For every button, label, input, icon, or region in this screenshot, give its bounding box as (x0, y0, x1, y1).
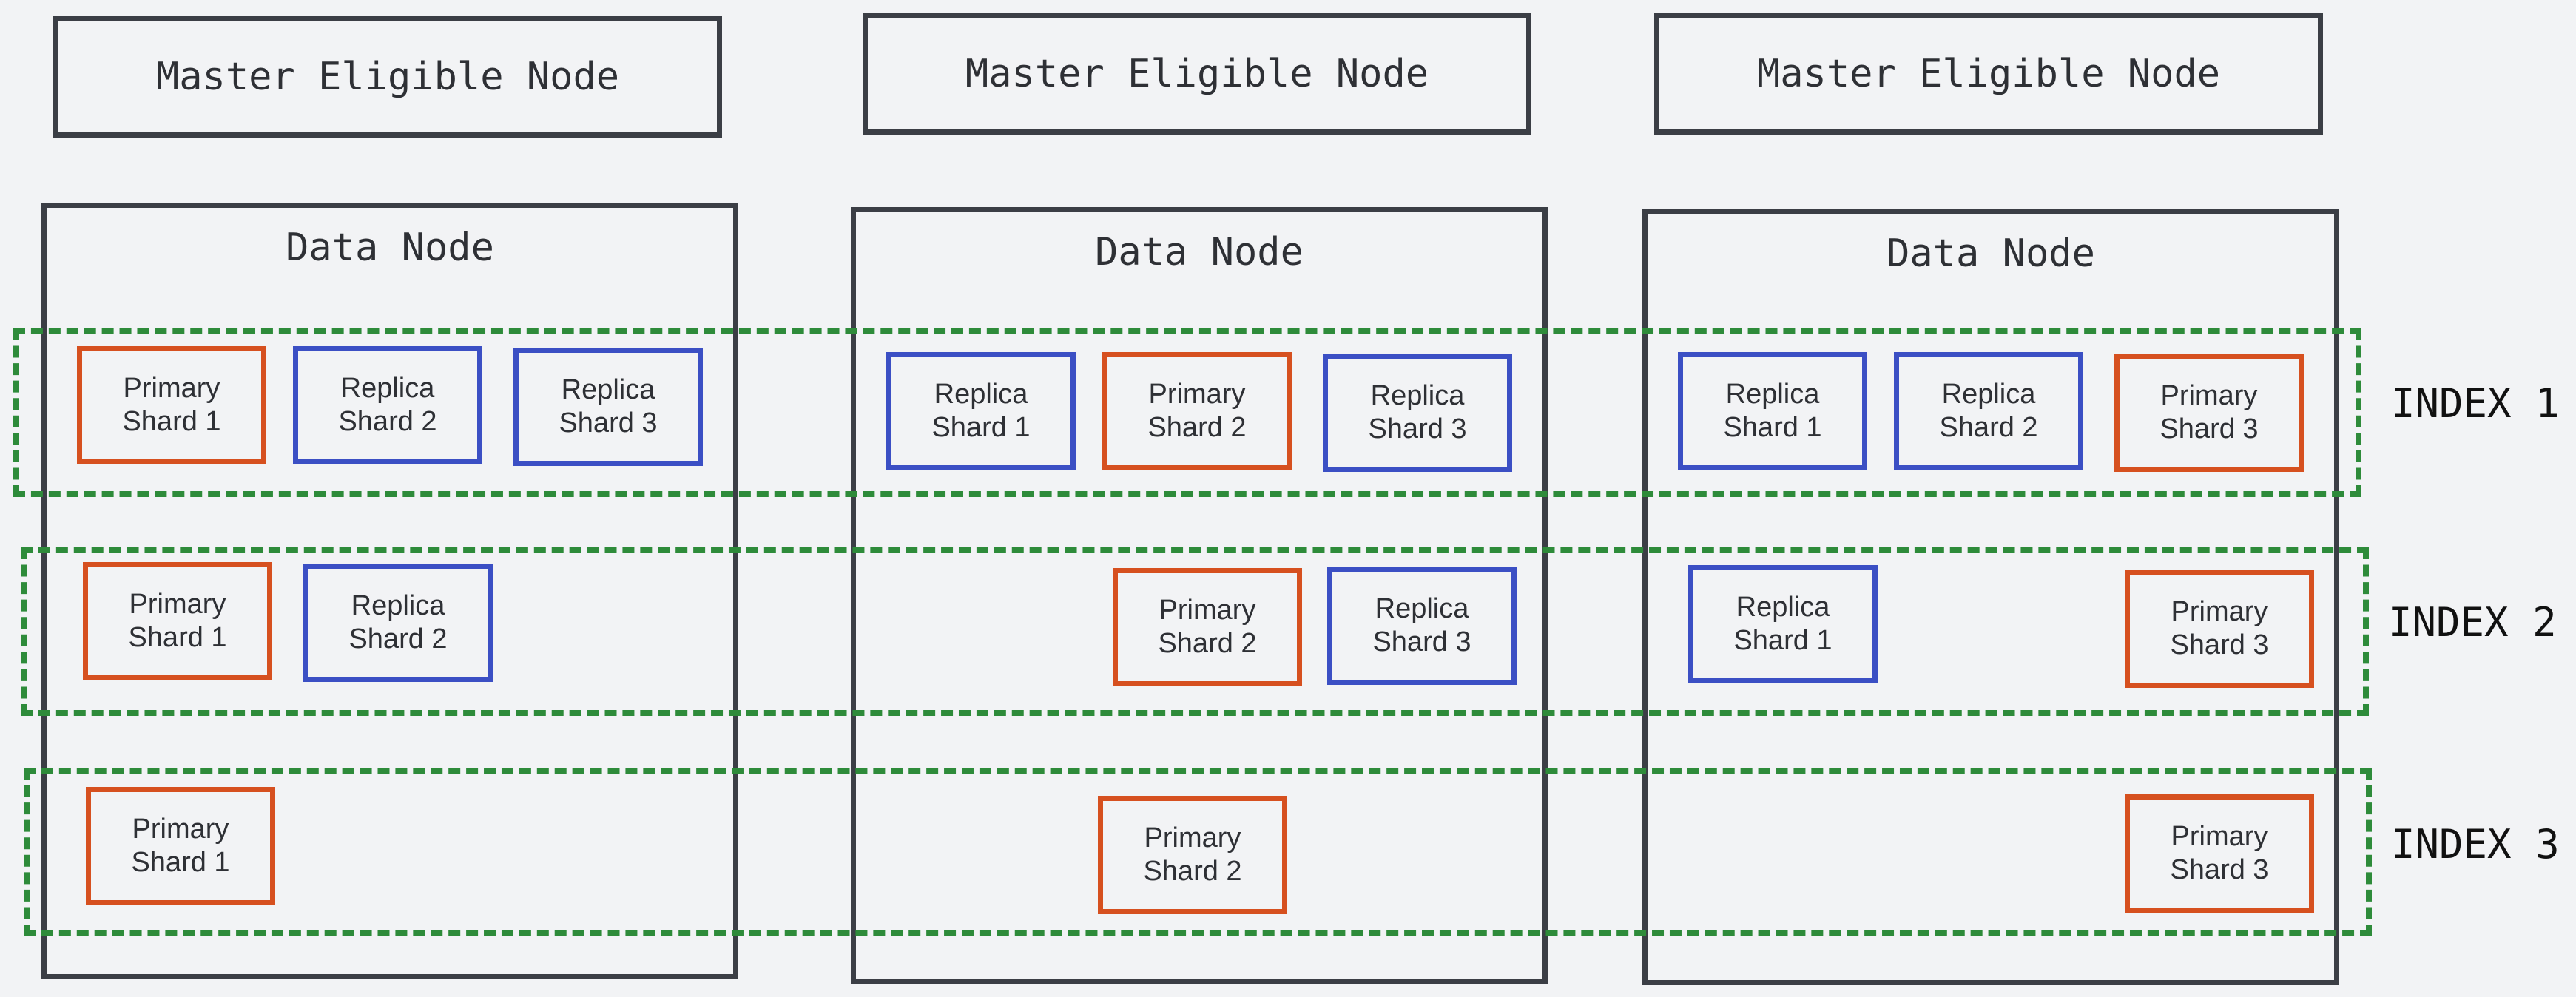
data-node-1: Data Node (41, 203, 738, 979)
master-eligible-node-1: Master Eligible Node (53, 16, 722, 138)
master-eligible-node-3: Master Eligible Node (1654, 13, 2323, 135)
index-1-band (13, 328, 2361, 497)
data-node-3: Data Node (1642, 209, 2339, 985)
data-node-title: Data Node (286, 226, 494, 270)
master-node-label: Master Eligible Node (965, 52, 1429, 96)
data-node-title: Data Node (1095, 230, 1304, 274)
index-3-label: INDEX 3 (2391, 821, 2560, 868)
master-eligible-node-2: Master Eligible Node (863, 13, 1531, 135)
data-node-title: Data Node (1887, 231, 2095, 276)
master-node-label: Master Eligible Node (155, 55, 620, 99)
index-2-label: INDEX 2 (2388, 599, 2557, 646)
index-2-band (21, 547, 2369, 716)
index-1-label: INDEX 1 (2391, 380, 2560, 427)
master-node-label: Master Eligible Node (1756, 52, 2221, 96)
index-3-band (24, 768, 2372, 936)
data-node-2: Data Node (851, 207, 1548, 984)
